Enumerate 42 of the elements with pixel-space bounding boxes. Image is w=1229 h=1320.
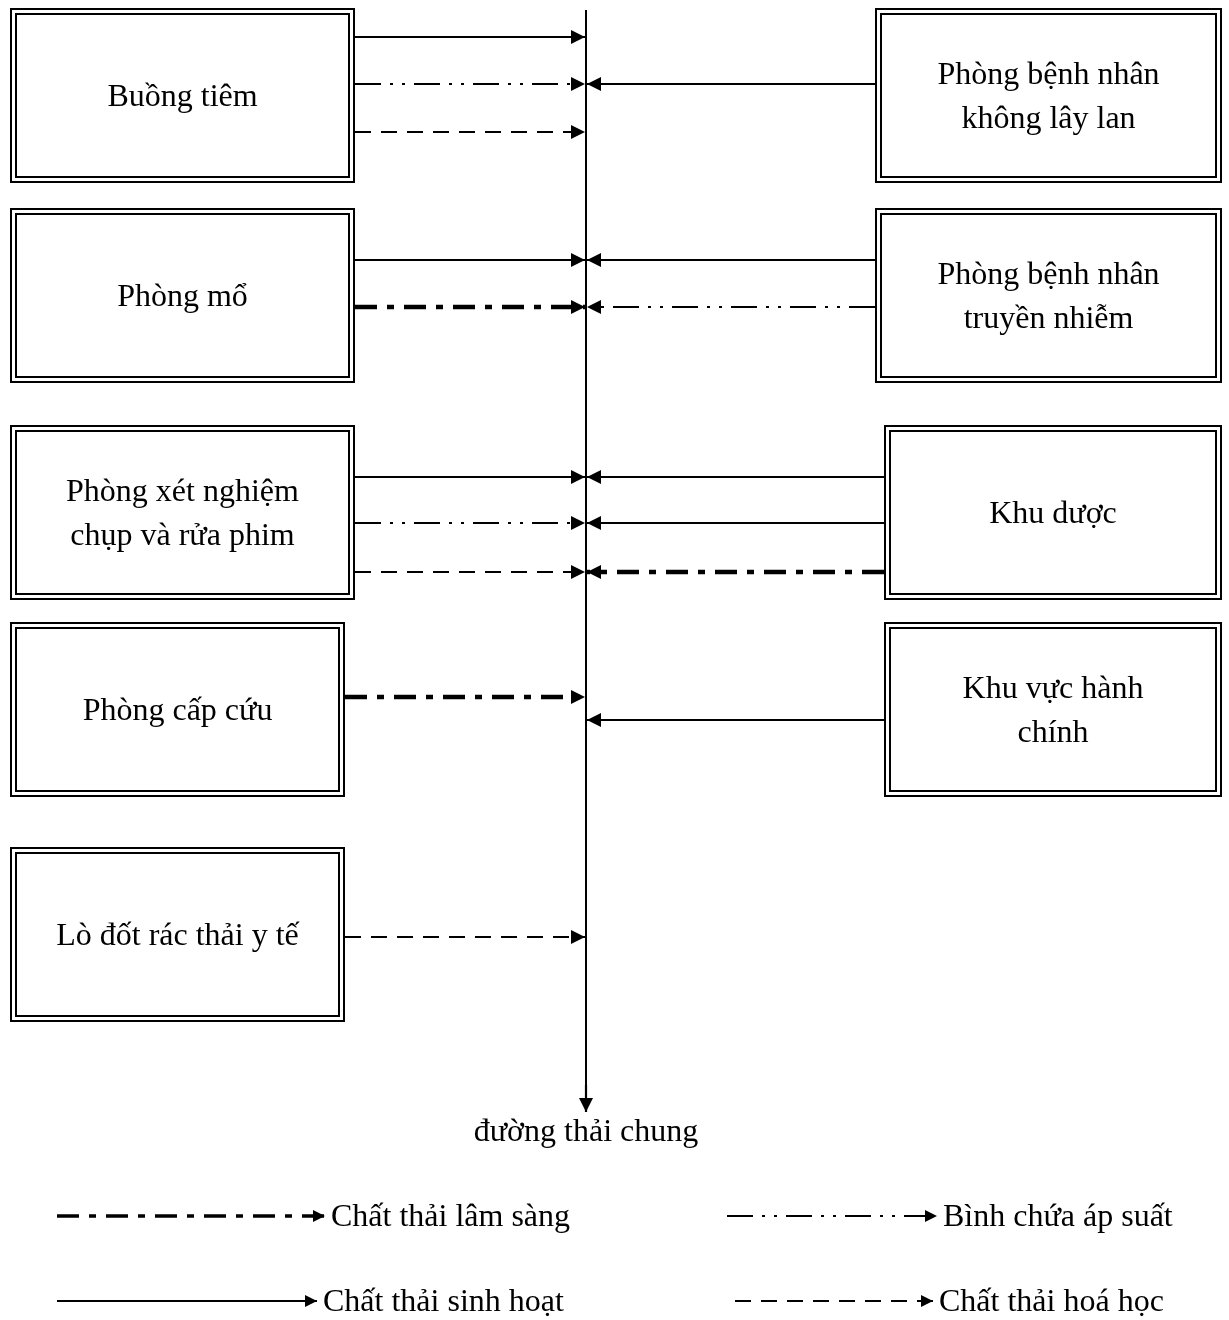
arrow xyxy=(355,565,585,579)
legend-label: Bình chứa áp suất xyxy=(943,1197,1173,1234)
room-label: Phòng xét nghiệm chụp và rửa phim xyxy=(65,471,300,554)
room-label: Phòng bệnh nhân không lây lan xyxy=(936,54,1161,137)
arrow xyxy=(355,253,585,267)
room-label: Phòng mổ xyxy=(117,275,248,315)
room-box xyxy=(884,622,1222,797)
room-label: Phòng bệnh nhân truyền nhiễm xyxy=(936,254,1161,337)
arrow xyxy=(355,300,585,314)
room-label: Khu vực hành chính xyxy=(961,668,1145,751)
outlet-label: đường thải chung xyxy=(473,1112,699,1149)
arrow xyxy=(587,565,884,579)
arrow xyxy=(587,516,884,530)
arrow xyxy=(354,516,586,530)
room-box xyxy=(10,425,355,600)
arrow xyxy=(355,30,585,44)
room-box xyxy=(875,208,1222,383)
room-box xyxy=(10,8,355,183)
arrow xyxy=(355,470,585,484)
room-label: Lò đốt rác thải y tế xyxy=(56,914,299,954)
arrow xyxy=(587,253,875,267)
room-box xyxy=(10,622,345,797)
arrow xyxy=(345,930,585,944)
arrow xyxy=(354,77,586,91)
room-box xyxy=(884,425,1222,600)
room-label: Buồng tiêm xyxy=(107,75,258,115)
room-box xyxy=(10,208,355,383)
room-label: Khu dược xyxy=(989,492,1117,532)
legend-label: Chất thải sinh hoạt xyxy=(323,1282,564,1319)
arrow xyxy=(587,713,884,727)
room-box xyxy=(10,847,345,1022)
arrow xyxy=(355,125,585,139)
arrow xyxy=(579,1085,593,1112)
legend-label: Chất thải lâm sàng xyxy=(331,1197,571,1234)
room-label: Phòng cấp cứu xyxy=(82,689,273,729)
room-box xyxy=(875,8,1222,183)
legend-label: Chất thải hoá học xyxy=(939,1282,1164,1319)
arrow xyxy=(587,77,875,91)
collector-line xyxy=(585,10,587,1085)
arrow xyxy=(345,690,585,704)
arrow xyxy=(587,470,884,484)
arrow xyxy=(586,300,876,314)
